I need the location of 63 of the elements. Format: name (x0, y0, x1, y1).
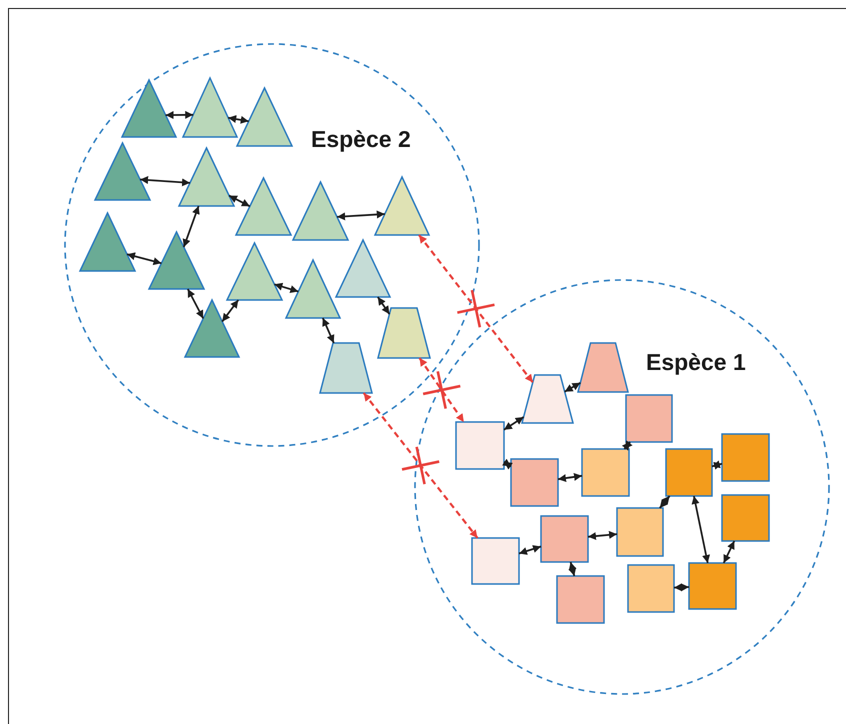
triangle (237, 88, 292, 146)
double-arrow (187, 288, 204, 319)
square (628, 565, 674, 612)
double-arrow (221, 299, 240, 322)
square (541, 516, 588, 562)
square (666, 449, 712, 496)
double-arrow (722, 540, 736, 564)
trapezoid (578, 343, 628, 392)
double-arrow (126, 252, 162, 266)
double-arrow (518, 545, 542, 555)
double-arrow (568, 562, 576, 576)
dashed-double-arrow (418, 234, 534, 384)
triangle (149, 232, 204, 289)
trapezoid (378, 308, 430, 358)
triangle (286, 260, 340, 318)
trapezoid (522, 375, 573, 423)
square (626, 395, 672, 442)
double-arrow (558, 472, 582, 482)
square (689, 563, 736, 609)
triangle (185, 300, 239, 357)
triangle (293, 182, 348, 240)
square (472, 538, 519, 584)
double-arrow (140, 176, 190, 186)
triangle (375, 177, 429, 235)
double-arrow (166, 110, 194, 120)
triangle (336, 240, 390, 297)
double-arrow (228, 115, 249, 124)
double-arrow (337, 210, 385, 220)
triangle (183, 78, 237, 137)
double-arrow (674, 583, 690, 592)
triangle (227, 243, 282, 300)
square (722, 434, 769, 481)
triangle (122, 80, 176, 137)
double-arrow (712, 460, 722, 470)
dashed-double-arrow (418, 357, 465, 423)
species-label: Espèce 1 (646, 351, 746, 374)
square (617, 508, 663, 556)
dashed-double-arrow (362, 392, 478, 539)
double-arrow (228, 194, 250, 208)
triangle (179, 148, 234, 206)
double-arrow (377, 296, 390, 315)
double-arrow (692, 496, 710, 564)
double-arrow (502, 458, 513, 470)
double-arrow (588, 530, 618, 540)
double-arrow (622, 440, 633, 451)
trapezoid (320, 343, 372, 393)
triangle (80, 213, 135, 271)
square (456, 422, 504, 469)
square (511, 459, 558, 506)
double-arrow (182, 206, 200, 248)
double-arrow (659, 495, 670, 509)
double-arrow (322, 318, 335, 344)
triangle (236, 178, 291, 235)
double-arrow (504, 416, 524, 431)
dashed-circle (414, 279, 830, 695)
square (557, 576, 604, 623)
double-arrow (564, 382, 581, 392)
square (582, 449, 629, 496)
square (722, 495, 769, 541)
dashed-circle (64, 43, 480, 447)
double-arrow (274, 282, 299, 294)
species-label: Espèce 2 (311, 128, 411, 151)
triangle (95, 143, 150, 200)
